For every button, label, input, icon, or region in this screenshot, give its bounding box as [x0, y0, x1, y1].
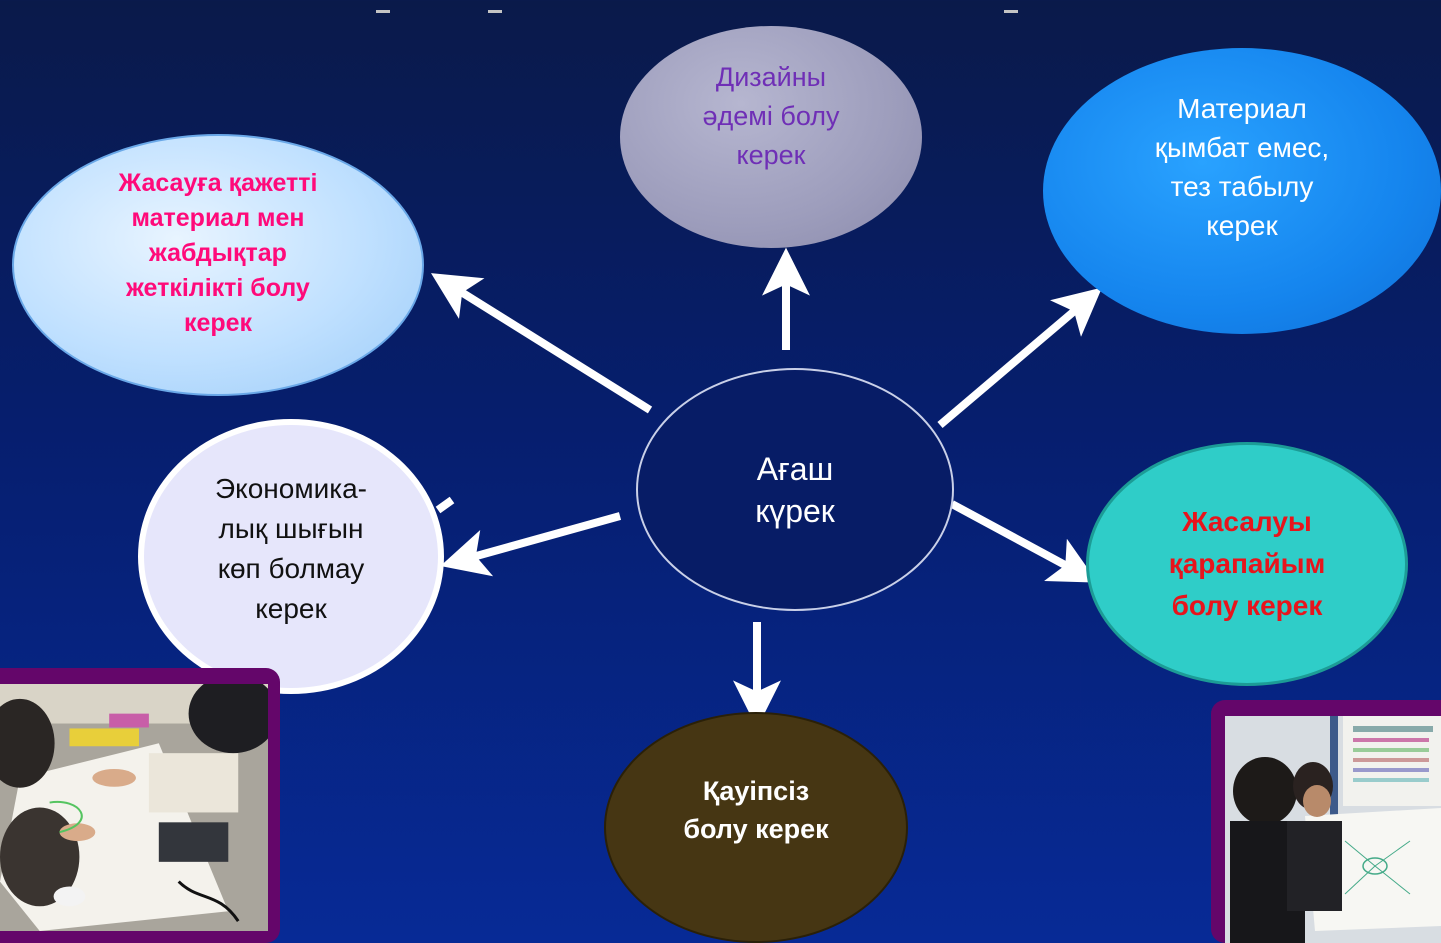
- node-resources: Жасауға қажетті материал мен жабдықтар ж…: [12, 134, 424, 396]
- arrow-to-economy: [440, 512, 622, 577]
- arrow-to-simple: [950, 500, 1098, 583]
- top-underline-decoration: [0, 0, 1441, 14]
- node-simple-label: Жасалуы қарапайым болу керек: [1168, 506, 1326, 621]
- photo-left-image: [0, 684, 268, 931]
- node-center: Ағаш күрек: [636, 368, 954, 611]
- node-material-label: Материал қымбат емес, тез табылу керек: [1154, 93, 1330, 241]
- node-center-label: Ағаш күрек: [755, 450, 835, 529]
- arrow-economy-stub: [435, 496, 455, 514]
- node-simple: Жасалуы қарапайым болу керек: [1086, 442, 1408, 686]
- node-design: Дизайны әдемі болу керек: [620, 26, 922, 248]
- node-economy-label: Экономика- лық шығын көп болмау керек: [215, 473, 367, 624]
- node-resources-label: Жасауға қажетті материал мен жабдықтар ж…: [118, 169, 318, 337]
- node-safe: Қауіпсіз болу керек: [604, 712, 908, 943]
- students-presenting-poster-photo: [1211, 700, 1441, 943]
- node-design-label: Дизайны әдемі болу керек: [702, 62, 840, 170]
- photo-right-image: [1225, 716, 1441, 943]
- arrow-to-resources: [431, 273, 653, 414]
- node-economy: Экономика- лық шығын көп болмау керек: [138, 419, 444, 694]
- arrow-to-material: [937, 287, 1103, 429]
- node-material: Материал қымбат емес, тез табылу керек: [1043, 48, 1441, 334]
- students-drawing-photo: [0, 668, 280, 943]
- node-safe-label: Қауіпсіз болу керек: [683, 776, 829, 844]
